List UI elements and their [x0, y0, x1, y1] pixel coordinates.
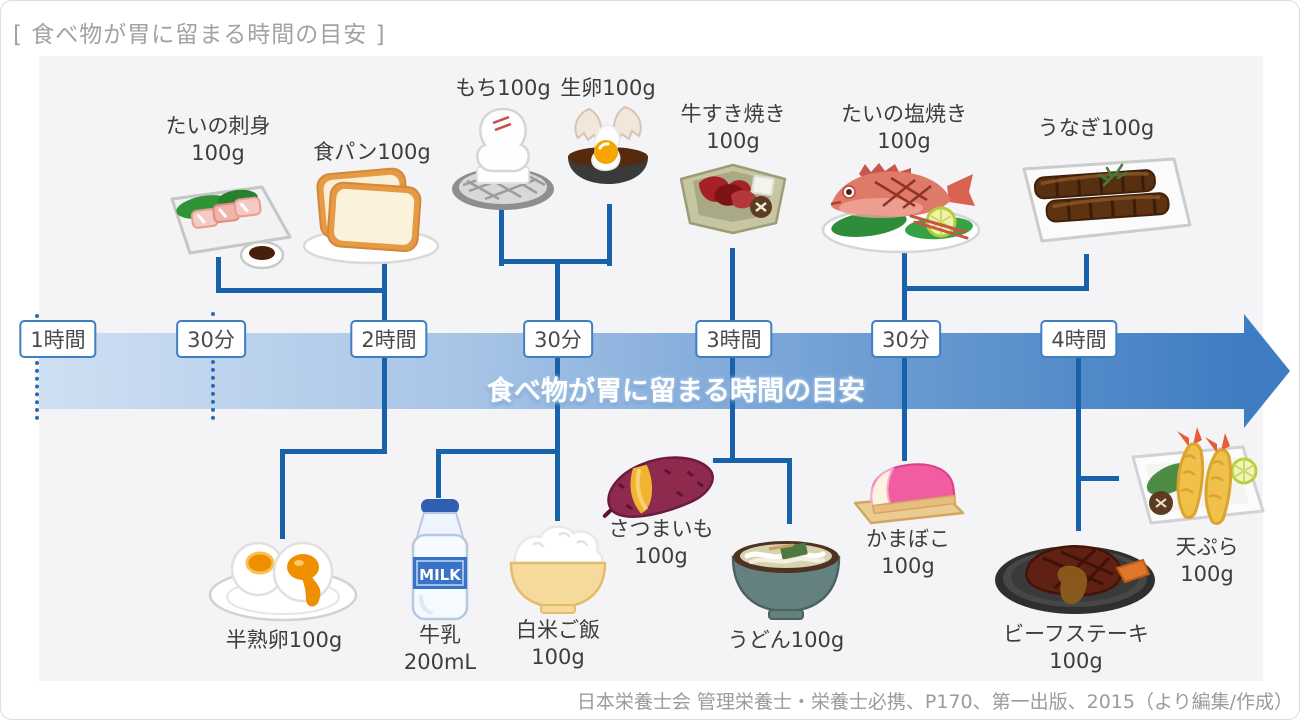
food-label: たいの塩焼き 100g [841, 102, 967, 153]
food-label: うなぎ100g [1037, 116, 1155, 140]
time-marker-3h: 3時間 [695, 320, 773, 358]
connector-line [1076, 336, 1081, 531]
milk-label-text: MILK [419, 566, 462, 584]
tai-sashimi-icon [170, 185, 292, 270]
connector-line [216, 288, 387, 293]
time-marker-3h30m: 30分 [871, 320, 941, 358]
connector-line [555, 261, 560, 521]
food-label: 食パン100g [313, 140, 431, 164]
connector-line [436, 449, 441, 498]
sweet-potato-icon [602, 456, 714, 518]
food-label: 天ぷら 100g [1175, 535, 1239, 586]
soft-boiled-egg-icon [208, 541, 358, 622]
connector-line [499, 209, 504, 266]
beef-steak-icon [995, 545, 1155, 614]
raw-egg-icon [568, 105, 648, 184]
food-label: さつまいも 100g [608, 517, 714, 568]
connector-line [1076, 476, 1119, 481]
food-label: かまぼこ 100g [866, 527, 950, 578]
kamaboko-icon [853, 463, 965, 525]
connector-line [787, 458, 792, 524]
source-citation: 日本栄養士会 管理栄養士・栄養士必携、P170、第一出版、2015（より編集/作… [576, 691, 1293, 713]
dotted-guide-line [35, 314, 39, 420]
connector-line [1084, 254, 1089, 291]
page-title: [ 食べ物が胃に留まる時間の目安 ] [13, 22, 386, 48]
food-label: 生卵100g [560, 76, 656, 100]
connector-line [436, 449, 560, 454]
connector-line [280, 449, 387, 454]
time-marker-1h30m: 30分 [176, 320, 246, 358]
food-label: 牛乳 200mL [403, 623, 477, 674]
food-label: たいの刺身 100g [165, 114, 271, 165]
timeline-banner-text: 食べ物が胃に留まる時間の目安 [487, 376, 865, 407]
food-label: 牛すき焼き 100g [680, 102, 786, 153]
connector-line [499, 259, 612, 264]
shokupan-icon [302, 167, 440, 265]
food-label: 半熟卵100g [225, 628, 343, 652]
mochi-icon [452, 107, 554, 210]
time-marker-2h: 2時間 [350, 320, 428, 358]
time-marker-4h: 4時間 [1040, 320, 1118, 358]
timeline-arrowhead-icon [1244, 314, 1290, 428]
connector-line [280, 449, 285, 539]
time-marker-1h: 1時間 [19, 320, 97, 358]
milk-bottle-icon: MILK [411, 499, 469, 621]
connector-line [713, 458, 792, 463]
unagi-icon [1022, 157, 1192, 243]
udon-icon [731, 541, 841, 620]
tempura-icon [1131, 427, 1265, 525]
food-label: もち100g [455, 76, 551, 100]
food-label: 白米ご飯 100g [516, 618, 600, 669]
tai-shioyaki-icon [821, 163, 981, 254]
food-label: うどん100g [727, 628, 845, 652]
beef-sukiyaki-icon [679, 163, 787, 235]
connector-line [607, 204, 612, 266]
dotted-guide-line [211, 312, 215, 420]
connector-line [902, 286, 1089, 291]
connector-line [216, 257, 221, 293]
white-rice-icon [509, 525, 607, 614]
time-marker-2h30m: 30分 [523, 320, 593, 358]
food-label: ビーフステーキ 100g [1003, 622, 1149, 673]
